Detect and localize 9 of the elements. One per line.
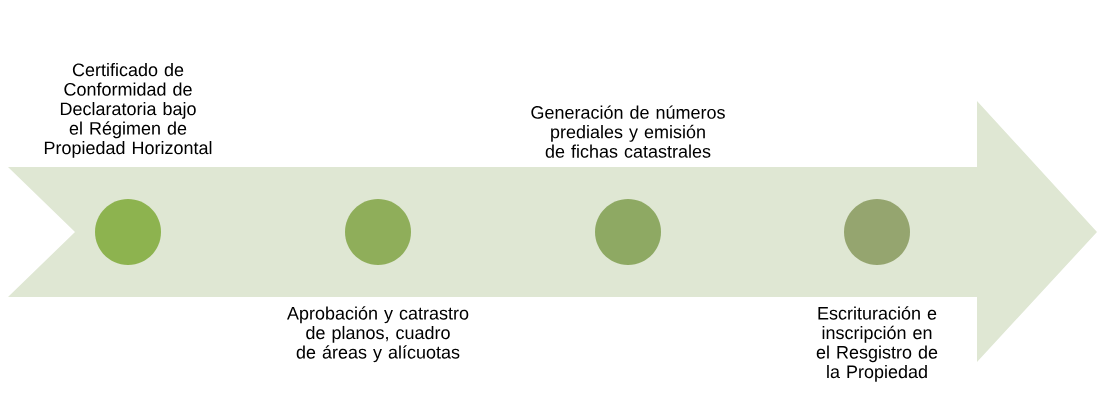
step-caption: Certificado de Conformidad de Declaratoria bajo el Régimen de Propiedad Horizontal xyxy=(44,63,212,158)
step-caption: Escrituración e inscripción en el Resgistro de la Propiedad xyxy=(816,306,938,382)
milestone-circle xyxy=(345,199,411,265)
chevron-arrow-band xyxy=(8,101,1097,362)
milestone-circle xyxy=(95,199,161,265)
milestone-circle xyxy=(844,199,910,265)
step-caption: Generación de números prediales y emisión de fichas catastrales xyxy=(531,105,725,158)
step-caption: Aprobación y catrastro de planos, cuadro de áreas y alícuotas xyxy=(287,306,469,363)
milestone-circle xyxy=(595,199,661,265)
